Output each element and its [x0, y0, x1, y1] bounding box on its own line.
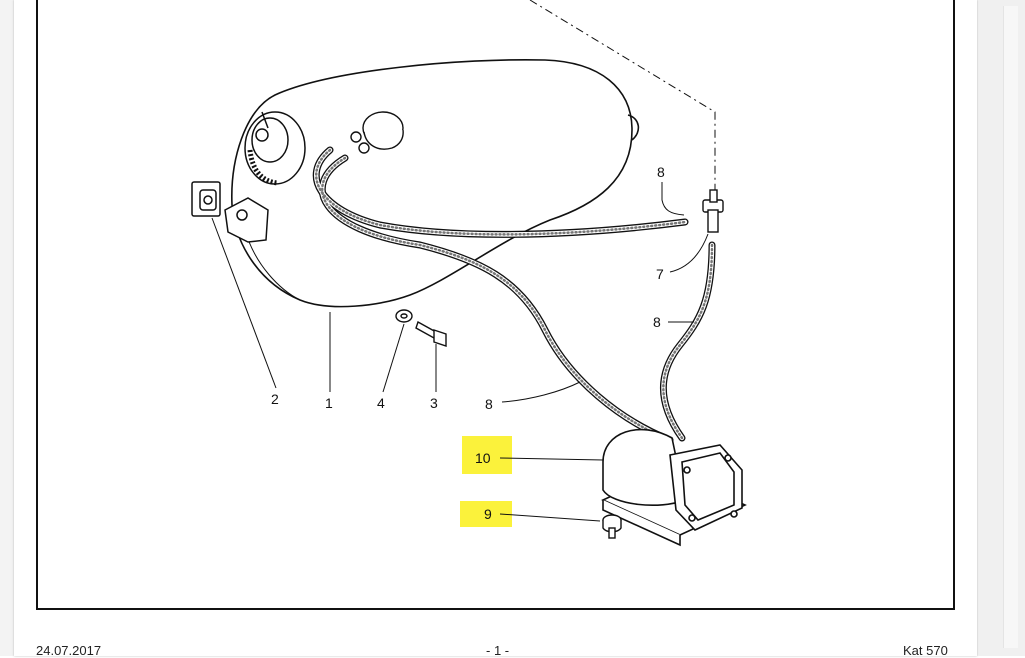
footer-date: 24.07.2017 [36, 643, 102, 658]
hose-clip [191, 181, 221, 217]
callout-2: 2 [271, 391, 279, 407]
fuel-tank [231, 58, 640, 308]
dashed-leader [529, 0, 716, 192]
callout-4: 4 [377, 395, 385, 411]
callout-8-top: 8 [657, 164, 665, 180]
callout-labels: 2 1 4 3 8 7 8 8 10 9 [271, 164, 665, 522]
callout-10: 10 [475, 450, 491, 466]
callout-9: 9 [484, 506, 492, 522]
fuel-hoses [312, 146, 716, 444]
diagram-frame [36, 0, 955, 610]
t-piece [702, 189, 724, 233]
highlight-label-10 [462, 436, 512, 474]
fuel-filter [601, 428, 747, 547]
fuel-tap [350, 111, 404, 154]
callout-8-mid: 8 [653, 314, 661, 330]
footer-catalog: Kat 570 [903, 643, 948, 658]
leader-lines [211, 182, 709, 522]
footer-page-number: - 1 - [486, 643, 510, 658]
bolt [415, 320, 447, 347]
scrollbar-thumb[interactable] [1003, 6, 1018, 648]
filler-cap [244, 111, 306, 186]
washer [395, 309, 413, 323]
drain-nipple [602, 514, 622, 539]
callout-1: 1 [325, 395, 333, 411]
tank-bracket [224, 197, 269, 243]
callout-7: 7 [656, 266, 664, 282]
callout-3: 3 [430, 395, 438, 411]
callout-8-bottom: 8 [485, 396, 493, 412]
